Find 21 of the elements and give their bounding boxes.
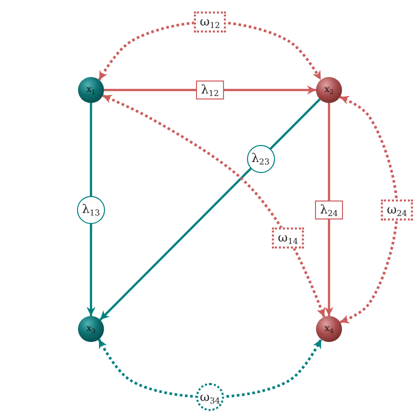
arrow [104,86,316,94]
edge-label: λ$_{12}$ [196,80,224,100]
sphere-node [316,316,342,342]
node-label: x$_{2}$ [324,86,334,94]
sphere-node [78,316,104,342]
dotted-double-arrow [339,96,398,324]
node-label: x$_{4}$ [324,324,334,334]
edge-label: λ$_{13}$ [77,196,105,224]
sphere-node [316,77,342,103]
arrow [324,103,334,316]
edge-label: ω$_{14}$ [272,228,304,248]
node-label: x$_{1}$ [86,86,96,94]
edge-label: λ$_{24}$ [315,200,343,219]
edge-label: λ$_{23}$ [246,144,275,173]
node-label: x$_{3}$ [86,324,96,334]
sphere-node [78,77,104,103]
edge-label: ω$_{12}$ [194,12,226,32]
dotted-double-arrow [98,338,322,398]
edge-label: ω$_{34}$ [196,383,224,411]
dotted-double-arrow [98,20,322,81]
edge-label: ω$_{24}$ [380,200,414,220]
